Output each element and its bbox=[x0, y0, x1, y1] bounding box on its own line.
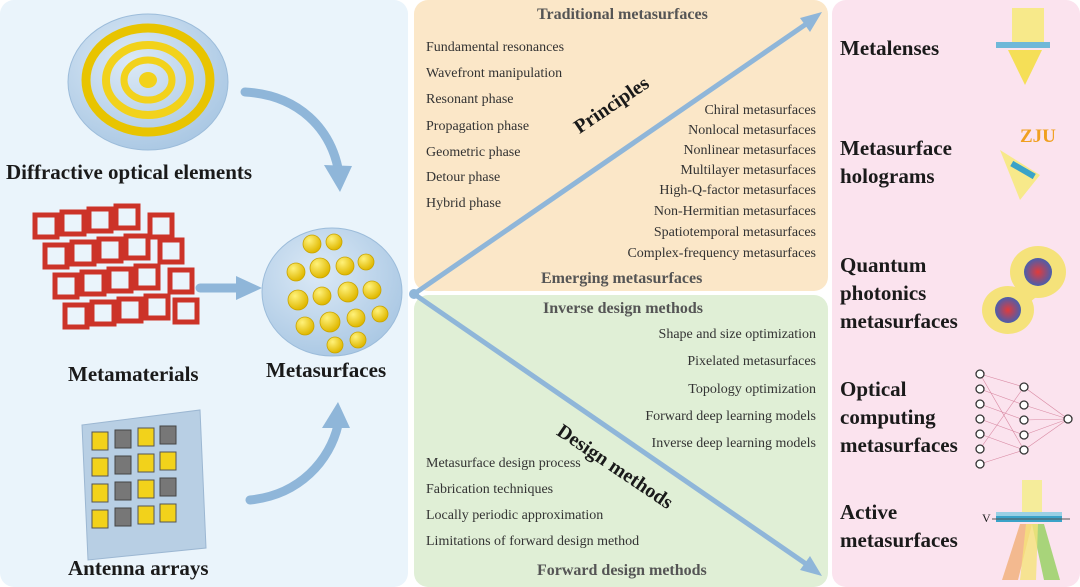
principles-panel bbox=[414, 0, 828, 291]
traditional-item: Wavefront manipulation bbox=[426, 66, 563, 81]
active-metasurface-icon bbox=[992, 480, 1070, 580]
quantum-label-line1: Quantum bbox=[840, 253, 927, 277]
inverse-heading: Inverse design methods bbox=[543, 300, 704, 317]
inverse-item: Inverse deep learning models bbox=[651, 436, 816, 451]
active-label-line1: Active bbox=[840, 500, 898, 524]
traditional-item: Geometric phase bbox=[426, 145, 521, 160]
doe-label: Diffractive optical elements bbox=[6, 160, 253, 184]
active-label-line2: metasurfaces bbox=[840, 528, 958, 552]
emerging-item: Nonlinear metasurfaces bbox=[683, 143, 816, 158]
inverse-item: Topology optimization bbox=[688, 382, 816, 397]
emerging-heading: Emerging metasurfaces bbox=[541, 270, 703, 287]
metalenses-label: Metalenses bbox=[840, 36, 940, 60]
traditional-heading: Traditional metasurfaces bbox=[537, 6, 708, 23]
optical-label-line1: Optical bbox=[840, 377, 907, 401]
inverse-item: Shape and size optimization bbox=[658, 327, 816, 342]
emerging-item: Nonlocal metasurfaces bbox=[688, 123, 816, 138]
forward-item: Metasurface design process bbox=[426, 456, 581, 471]
forward-item: Limitations of forward design method bbox=[426, 534, 640, 549]
emerging-item: Complex-frequency metasurfaces bbox=[627, 246, 816, 261]
traditional-item: Resonant phase bbox=[426, 92, 514, 107]
branch-arrows bbox=[409, 12, 822, 576]
emerging-item: Multilayer metasurfaces bbox=[680, 163, 816, 178]
inverse-item: Pixelated metasurfaces bbox=[687, 354, 816, 369]
forward-heading: Forward design methods bbox=[537, 562, 707, 579]
metalens-icon bbox=[996, 8, 1050, 85]
optical-label-line2: computing bbox=[840, 405, 936, 429]
quantum-label-line3: metasurfaces bbox=[840, 309, 958, 333]
traditional-item: Fundamental resonances bbox=[426, 40, 565, 55]
optical-label-line3: metasurfaces bbox=[840, 433, 958, 457]
left-arrows bbox=[195, 87, 343, 505]
metasurfaces-label: Metasurfaces bbox=[266, 358, 387, 382]
holograms-label-line2: holograms bbox=[840, 164, 935, 188]
forward-item: Fabrication techniques bbox=[426, 482, 554, 497]
quantum-label-line2: photonics bbox=[840, 281, 927, 305]
emerging-item: Chiral metasurfaces bbox=[704, 103, 816, 118]
antenna-arrays-label: Antenna arrays bbox=[68, 556, 209, 580]
emerging-item: Non-Hermitian metasurfaces bbox=[653, 204, 816, 219]
traditional-item: Propagation phase bbox=[426, 119, 530, 134]
diffractive-optical-element-icon bbox=[67, 13, 229, 151]
voltage-label: V bbox=[982, 511, 991, 525]
neural-network-icon bbox=[979, 373, 1069, 465]
traditional-item: Detour phase bbox=[426, 170, 501, 185]
emerging-item: High-Q-factor metasurfaces bbox=[659, 183, 816, 198]
holograms-label-line1: Metasurface bbox=[840, 136, 952, 160]
metamaterials-label: Metamaterials bbox=[68, 362, 199, 386]
metamaterial-lattice-icon bbox=[32, 203, 200, 330]
traditional-item: Hybrid phase bbox=[426, 196, 502, 211]
hologram-icon bbox=[1000, 150, 1040, 200]
inverse-item: Forward deep learning models bbox=[645, 409, 816, 424]
antenna-array-icon bbox=[81, 409, 207, 561]
forward-item: Locally periodic approximation bbox=[426, 508, 604, 523]
quantum-photonics-icon bbox=[982, 246, 1066, 334]
zju-hologram-text: ZJU bbox=[1020, 126, 1056, 147]
emerging-item: Spatiotemporal metasurfaces bbox=[653, 225, 816, 240]
metasurface-disk-icon bbox=[261, 227, 403, 357]
